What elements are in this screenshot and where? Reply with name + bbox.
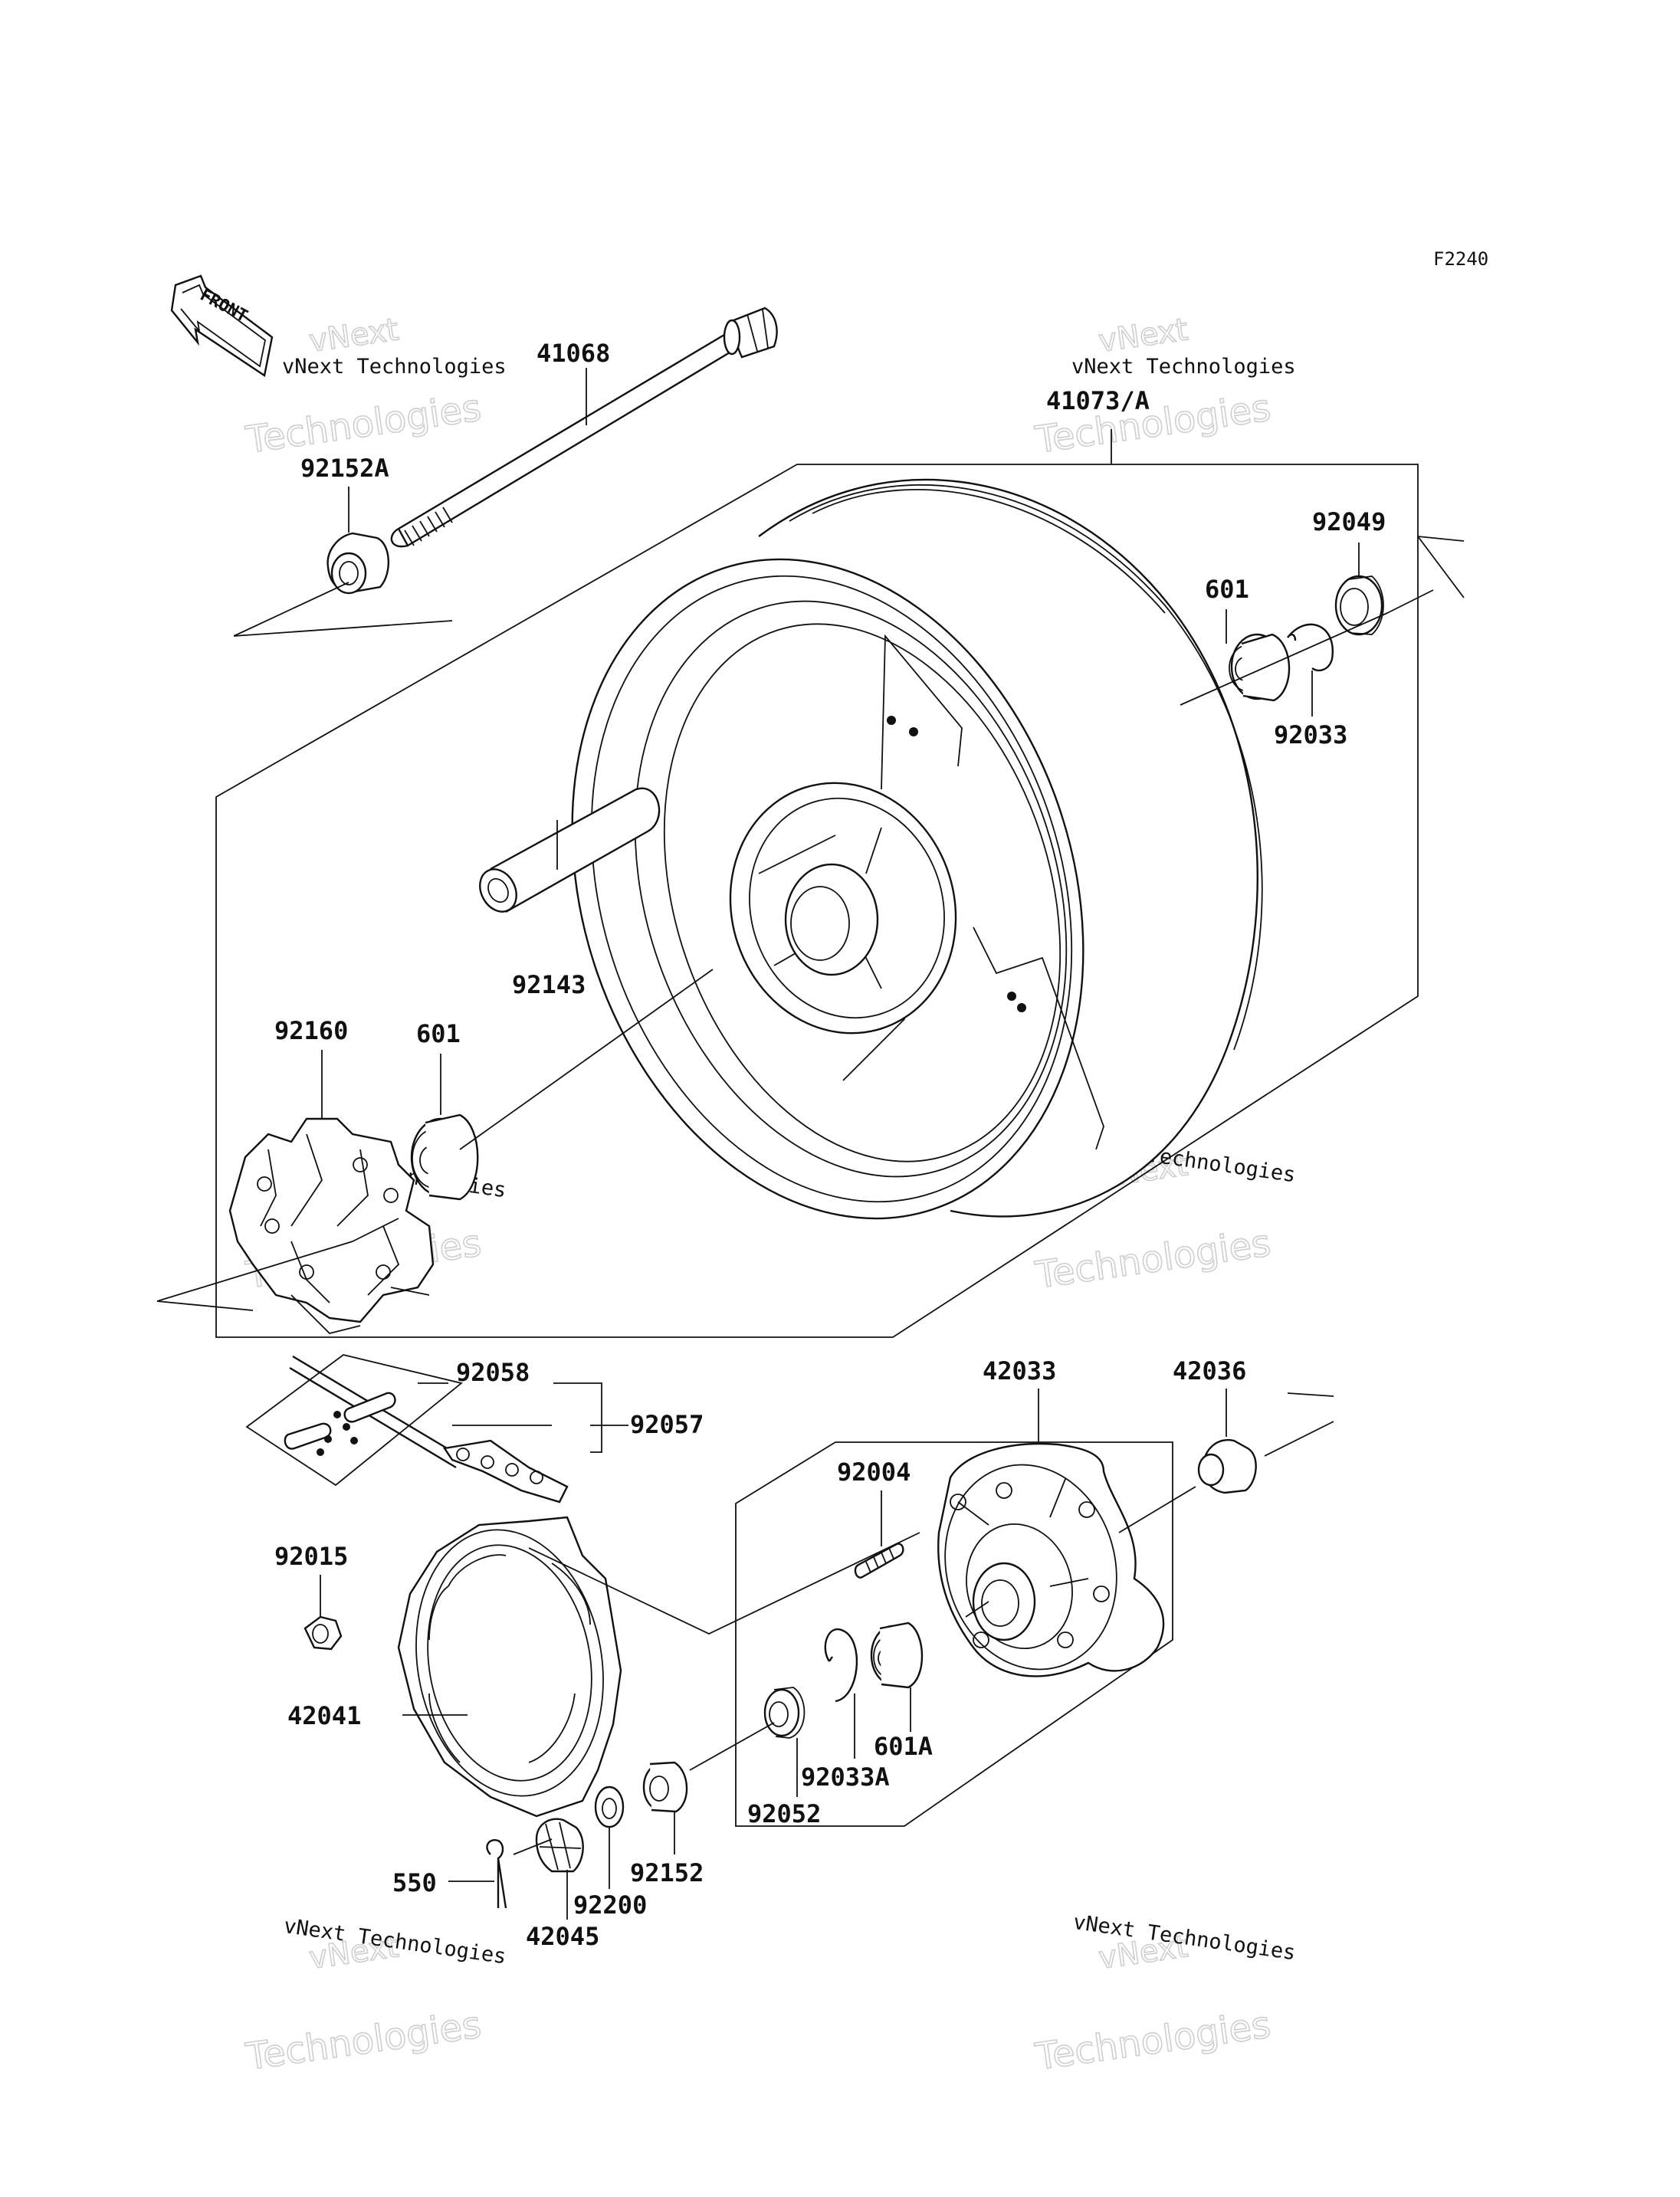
front-arrow-icon: FRONT bbox=[170, 274, 274, 377]
axis-line bbox=[513, 1838, 553, 1855]
label-41073a[interactable]: 41073/A bbox=[1046, 386, 1150, 415]
coupling-damper-92160 bbox=[228, 1117, 435, 1334]
watermark-text: vNext Technologies bbox=[1071, 355, 1296, 379]
label-42036[interactable]: 42036 bbox=[1173, 1356, 1246, 1385]
spoke-hole bbox=[1017, 1003, 1026, 1012]
sprocket-hub-42033 bbox=[937, 1442, 1165, 1677]
label-92049[interactable]: 92049 bbox=[1312, 507, 1386, 536]
watermark-text: Technologies bbox=[243, 2003, 484, 2079]
axis-line bbox=[689, 1722, 775, 1771]
axis-line bbox=[1118, 1392, 1334, 1533]
watermark-text: vNext bbox=[1097, 312, 1190, 359]
hub-assembly-outline bbox=[735, 1441, 1173, 1827]
stud-92004 bbox=[854, 1543, 904, 1579]
front-label: FRONT bbox=[197, 286, 251, 326]
axis-line bbox=[156, 969, 714, 1311]
circlip-92033 bbox=[1287, 623, 1334, 671]
watermark-bottom-right: vNext Technologies vNext Technologies bbox=[1032, 1910, 1297, 2080]
spoke-hole bbox=[1007, 992, 1016, 1001]
label-601-left[interactable]: 601 bbox=[416, 1019, 461, 1048]
spoke-hole bbox=[909, 727, 918, 736]
label-92004[interactable]: 92004 bbox=[837, 1458, 911, 1487]
axis-line bbox=[1180, 536, 1465, 706]
axis-line bbox=[233, 582, 453, 637]
spoke-hole bbox=[887, 716, 896, 725]
sprocket-42041 bbox=[397, 1516, 622, 1818]
chain-box bbox=[245, 1354, 463, 1487]
label-550[interactable]: 550 bbox=[392, 1868, 437, 1897]
label-92200[interactable]: 92200 bbox=[573, 1890, 647, 1920]
label-92058[interactable]: 92058 bbox=[456, 1358, 530, 1387]
label-42041[interactable]: 42041 bbox=[287, 1701, 361, 1730]
spacer-92143 bbox=[479, 787, 661, 913]
watermark-text: vNext bbox=[307, 312, 401, 359]
label-92160[interactable]: 92160 bbox=[274, 1016, 348, 1045]
label-92057[interactable]: 92057 bbox=[630, 1410, 704, 1439]
label-601-right[interactable]: 601 bbox=[1205, 575, 1249, 604]
bearing-601a bbox=[870, 1622, 924, 1689]
label-92015[interactable]: 92015 bbox=[274, 1542, 348, 1571]
collar-42036 bbox=[1197, 1438, 1257, 1494]
bearing-601-left bbox=[410, 1113, 479, 1201]
label-92152[interactable]: 92152 bbox=[630, 1858, 704, 1887]
leader-chain bbox=[418, 1382, 628, 1453]
watermark-text: Technologies bbox=[1032, 1221, 1273, 1297]
collar-92152 bbox=[642, 1761, 688, 1813]
watermark-text: Technologies bbox=[1032, 2003, 1273, 2079]
oil-seal-92052 bbox=[763, 1687, 806, 1739]
watermark-text: Technologies bbox=[243, 386, 484, 462]
axis-line bbox=[528, 1532, 920, 1635]
castle-nut-42045 bbox=[535, 1818, 584, 1873]
wheel-41073a bbox=[571, 478, 1263, 1220]
cotter-pin-550 bbox=[486, 1839, 507, 1909]
figure-code: F2240 bbox=[1433, 248, 1488, 270]
label-92143[interactable]: 92143 bbox=[512, 970, 586, 999]
part-labels: 41068 41073/A 92152A 92049 601 92033 921… bbox=[274, 339, 1386, 1951]
watermark-text: vNext Technologies bbox=[282, 355, 507, 379]
label-92052[interactable]: 92052 bbox=[747, 1799, 821, 1828]
washer-92200 bbox=[594, 1785, 625, 1828]
axle-41068 bbox=[390, 307, 778, 548]
label-42033[interactable]: 42033 bbox=[983, 1356, 1056, 1385]
bearing-601-right bbox=[1229, 633, 1291, 702]
watermark-bottom-left: vNext Technologies vNext Technologies bbox=[242, 1914, 507, 2080]
nut-92015 bbox=[304, 1615, 343, 1651]
collar-92152a bbox=[326, 532, 389, 595]
label-42045[interactable]: 42045 bbox=[526, 1922, 599, 1951]
label-601a[interactable]: 601A bbox=[874, 1732, 933, 1761]
label-92033[interactable]: 92033 bbox=[1274, 720, 1347, 749]
chain-joint-92058 bbox=[284, 1392, 396, 1456]
label-92152a[interactable]: 92152A bbox=[300, 454, 389, 483]
label-92033a[interactable]: 92033A bbox=[801, 1763, 890, 1792]
wheel-assembly-outline bbox=[215, 464, 1419, 1338]
label-41068[interactable]: 41068 bbox=[536, 339, 610, 368]
circlip-92033a bbox=[824, 1628, 858, 1703]
